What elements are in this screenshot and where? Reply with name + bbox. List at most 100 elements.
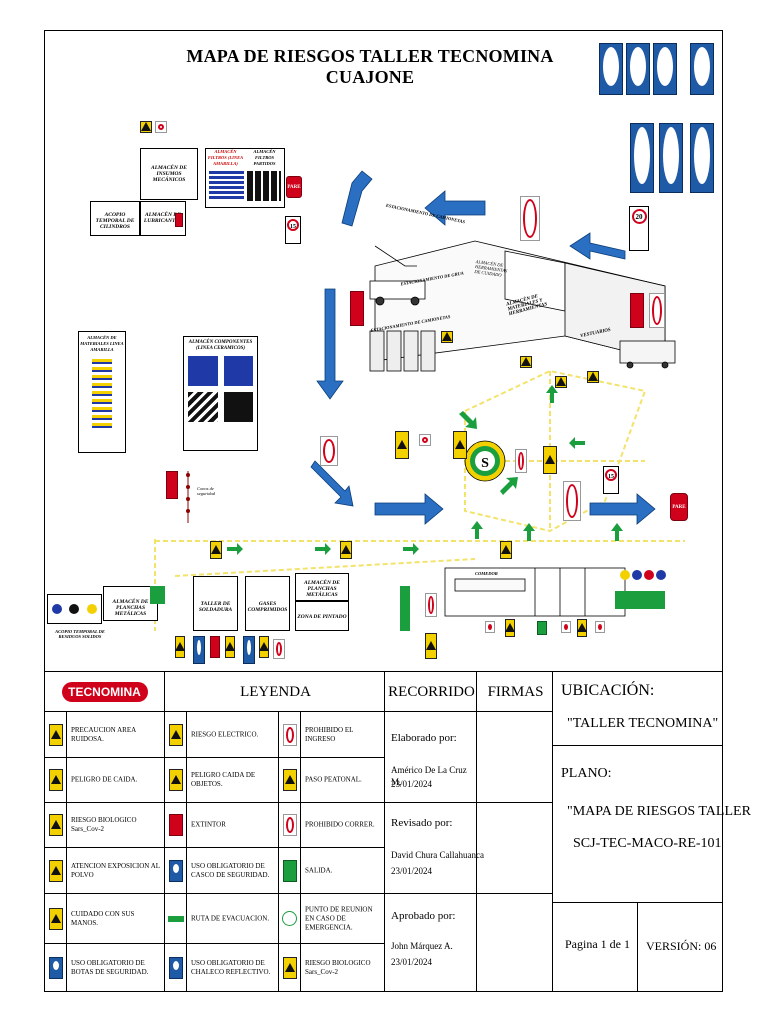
- plano-label: PLANO:: [561, 766, 612, 781]
- fire-extinguisher-icon: [175, 213, 183, 227]
- no-entry-sign-2-icon: [649, 293, 665, 328]
- legend-item: RUTA DE EVACUACION.: [164, 893, 279, 944]
- no-entry-6-icon: [485, 621, 495, 633]
- mask2-sign-icon: [690, 123, 714, 193]
- bin-yellow-2-icon: [620, 570, 630, 580]
- almacen-filtros-box: ALMACÉN FILTROS (LINEA AMARILLA) ALMACÉN…: [205, 148, 285, 208]
- stop-sign-icon: PARE: [286, 176, 302, 198]
- version-label: VERSIÓN: 06: [646, 939, 717, 953]
- vest-sign-icon: [690, 43, 714, 95]
- almacen-planchas-2-box: ALMACÉN DE PLANCHAS METÁLICAS: [295, 573, 349, 601]
- warning-sign-9-icon: [210, 541, 222, 559]
- comedor-room: [444, 567, 626, 617]
- no-left-turn-sign-3-icon: [563, 481, 581, 521]
- legend-item-label: RIESGO ELECTRICO.: [191, 730, 259, 738]
- bins-area: [615, 591, 665, 609]
- extinguisher-sign-3-icon: [166, 471, 178, 499]
- extinguisher-sign-icon: [350, 291, 364, 326]
- legend-icon-cell: [165, 803, 187, 847]
- legend-item-label: CUIDADO CON SUS MANOS.: [71, 909, 135, 927]
- legend-item: EXTINTOR: [164, 802, 279, 848]
- speed-limit-label: 15: [287, 219, 299, 231]
- extinguisher-sign-4-icon: [210, 636, 220, 658]
- legend-item: ATENCION EXPOSICION AL POLVO: [44, 847, 165, 894]
- warning-sign-4-icon: [543, 446, 557, 474]
- mask-sign-2-icon: [243, 636, 255, 664]
- components-shelf-2: [223, 356, 253, 386]
- aprobado-firma-cell: [476, 893, 553, 992]
- legend-item-label: SALIDA.: [305, 866, 333, 874]
- boots-icon: [49, 956, 63, 979]
- warning-sign-10-icon: [340, 541, 352, 559]
- legend-item-label: USO OBLIGATORIO DE CHALECO REFLECTIVO.: [191, 958, 271, 976]
- bin-blue-3-icon: [656, 570, 666, 580]
- exit-column: [400, 586, 410, 631]
- almacen-lubricantes-label: ALMACÉN DE LUBRICANTES: [143, 212, 183, 224]
- revisado-date: 23/01/2024: [391, 866, 433, 876]
- brand-cell: TECNOMINA: [44, 671, 165, 712]
- gases-comprimidos-label: GASES COMPRIMIDOS: [247, 601, 288, 613]
- assembly-label: S: [481, 456, 489, 471]
- hand-warning-icon: [49, 907, 63, 930]
- legend-item-label: PUNTO DE REUNION EN CASO DE EMERGENCIA.: [305, 905, 373, 931]
- taller-soldadura-box: TALLER DE SOLDADURA: [193, 576, 238, 631]
- legend-icon-cell: [165, 848, 187, 893]
- no-entry-icon: [155, 121, 167, 133]
- no-entry-7-icon: [561, 621, 571, 633]
- legend-item: PUNTO DE REUNION EN CASO DE EMERGENCIA.: [278, 893, 385, 944]
- warning-sign-15-icon: [425, 633, 437, 659]
- legend-item-label: RIESGO BIOLOGICO Sars_Cov-2: [305, 958, 371, 976]
- almacen-planchas-2-label: ALMACÉN DE PLANCHAS METÁLICAS: [304, 580, 340, 598]
- elaborado-date: 23/01/2024: [391, 779, 433, 789]
- exit-icon: [283, 859, 297, 882]
- page-title: MAPA DE RIESGOS TALLER TECNOMINA CUAJONE: [186, 46, 554, 87]
- legend-item: PELIGRO CAIDA DE OBJETOS.: [164, 757, 279, 803]
- noise-warning-icon: [140, 121, 152, 133]
- aprobado-name: John Márquez A.: [391, 941, 453, 951]
- risk-map: S: [45, 31, 722, 671]
- gases-comprimidos-box: GASES COMPRIMIDOS: [245, 576, 290, 631]
- legend-item: PRECAUCION AREA RUIDOSA.: [44, 711, 165, 758]
- stop-sign-2-label: PARE: [672, 505, 686, 510]
- legend-item-label: USO OBLIGATORIO DE CASCO DE SEGURIDAD.: [191, 861, 270, 879]
- bin-black-icon: [69, 604, 80, 614]
- bin-blue-icon: [51, 604, 62, 614]
- plano-code: SCJ-TEC-MACO-RE-101: [573, 836, 722, 851]
- noise-warning-icon: [49, 723, 63, 746]
- almacen-componentes-box: ALMACÉN COMPONENTES (LINEA CERAMICOS): [183, 336, 258, 451]
- revisado-firma-cell: [476, 802, 553, 894]
- components-shelf-4: [223, 392, 253, 422]
- legend-item: PASO PEATONAL.: [278, 757, 385, 803]
- warning-sign-5-icon: [441, 331, 453, 343]
- parking-area: [369, 245, 676, 372]
- vest-icon: [169, 956, 183, 979]
- recycle-bins: [620, 570, 666, 580]
- no-left-turn-sign-icon: [520, 196, 540, 241]
- legend-item: PROHIBIDO CORRER.: [278, 802, 385, 848]
- warning-sign-7-icon: [555, 376, 567, 388]
- assembly-point-icon: [282, 910, 297, 926]
- revisado-cell: Revisado por: David Chura Callahuanca 23…: [384, 802, 484, 894]
- acopio-cilindros-box: ACOPIO TEMPORAL DE CILINDROS: [90, 201, 140, 236]
- legend-icon-cell: [45, 894, 67, 943]
- leyenda-header-cell: LEYENDA: [164, 671, 385, 712]
- legend-icon-cell: [279, 944, 301, 991]
- map-canvas: S: [154, 170, 685, 631]
- warning-sign-13-icon: [225, 636, 235, 658]
- comedor-label: COMEDOR: [475, 571, 498, 576]
- no-entry-4-icon: [273, 639, 285, 659]
- firmas-header: FIRMAS: [487, 684, 544, 700]
- pedestrian-icon: [283, 769, 297, 791]
- revisado-name: David Chura Callahuanca: [391, 850, 484, 860]
- components-shelf-3: [188, 392, 218, 422]
- leyenda-header: LEYENDA: [240, 684, 311, 700]
- distance-sign-icon: [630, 123, 654, 193]
- zona-pintado-box: ZONA DE PINTADO: [295, 601, 349, 631]
- legend-item-label: PROHIBIDO EL INGRESO: [305, 725, 354, 743]
- speed-limit-2-label: 15: [605, 469, 617, 481]
- legend-item: RIESGO BIOLOGICO Sars_Cov-2: [44, 802, 165, 848]
- electric-risk-icon: [169, 723, 183, 746]
- no-entry-2-icon: [419, 434, 431, 446]
- filter-shelf-left: [209, 171, 244, 201]
- no-entry-3-icon: [515, 449, 527, 473]
